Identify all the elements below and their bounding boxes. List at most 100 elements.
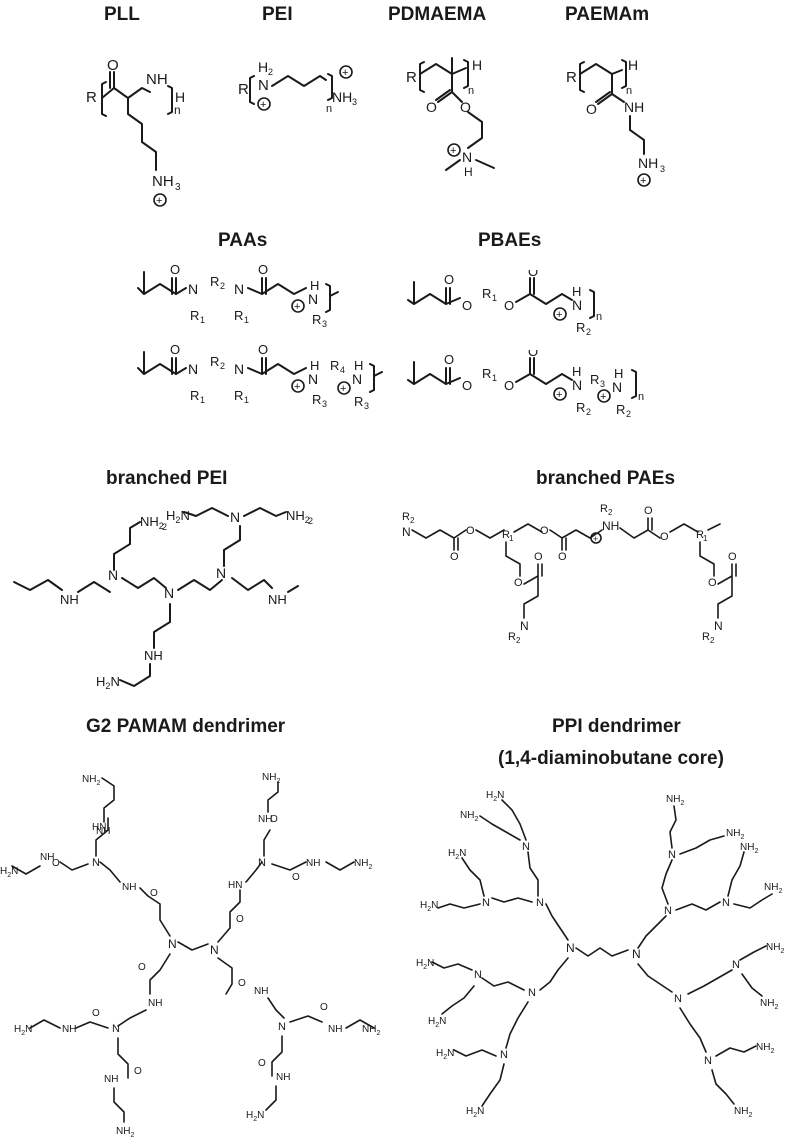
- carbonyl: [435, 89, 453, 103]
- label-nh2-ur2a: NH2: [666, 794, 684, 807]
- label-r: R: [406, 69, 417, 86]
- label-o4: O: [528, 350, 538, 359]
- label-h: H: [310, 358, 319, 373]
- label-r: R: [86, 89, 97, 106]
- label-n-amine: N: [462, 149, 472, 165]
- title-paas: PAAs: [218, 230, 268, 251]
- label-nh-ul1: NH: [96, 826, 110, 837]
- label-n-core2: N: [210, 943, 219, 957]
- label-r1: R: [190, 388, 199, 403]
- title-pei: PEI: [262, 4, 293, 25]
- label-o9: O: [708, 577, 717, 589]
- sub-3: 3: [175, 182, 181, 193]
- label-n2: N: [234, 361, 244, 377]
- lr-arm: [217, 957, 233, 995]
- linker: [629, 115, 645, 155]
- label-h2: H: [354, 358, 363, 373]
- sub-2c: 2: [516, 636, 521, 645]
- structure-branched-paes: R 2 N O O R 1 O O R 2 NH + O O R 1 O O N…: [402, 503, 737, 645]
- label-h2n-ll1: H2N: [14, 1024, 32, 1037]
- bracket-right: [589, 289, 595, 319]
- label-o-lr: O: [238, 978, 246, 989]
- label-h2n-ul3a: H2N: [448, 848, 466, 861]
- label-r: R: [566, 69, 577, 86]
- label-h2n-2: H2N: [166, 508, 190, 525]
- plus-sign: +: [556, 389, 562, 401]
- linker: [467, 111, 483, 149]
- label-n: n: [174, 103, 181, 117]
- label-n3: N: [714, 619, 723, 633]
- bracket-right: [167, 85, 173, 115]
- chain-1: [137, 271, 187, 295]
- sub-2: 2: [586, 407, 591, 417]
- label-nh-right: NH: [268, 592, 287, 607]
- label-n2: N: [164, 585, 174, 601]
- title-branched-pei: branched PEI: [106, 468, 228, 489]
- label-o1: O: [444, 352, 454, 367]
- label-o5: O: [644, 505, 653, 517]
- charge-plus: [291, 299, 305, 313]
- label-n-ll: N: [112, 1023, 120, 1035]
- label-n4: N: [352, 371, 362, 387]
- core-butane: [575, 947, 629, 957]
- label-r2: R: [576, 400, 585, 415]
- structure-paemam: R H n O NH NH 3 +: [566, 57, 665, 187]
- label-r3: R: [312, 312, 321, 327]
- label-r2b: R: [616, 402, 625, 417]
- label-nh2-lr3a: NH2: [756, 1042, 774, 1055]
- label-o2: O: [258, 342, 268, 357]
- label-n-lr: N: [278, 1021, 286, 1033]
- amide: [595, 73, 613, 105]
- label-h2n: H2N: [96, 674, 120, 691]
- backbone: [101, 87, 151, 99]
- lr1: [637, 963, 673, 993]
- sub-2: 2: [268, 67, 273, 77]
- sub-2b: 2: [608, 508, 613, 517]
- label-hn-ul1: HN: [92, 822, 106, 833]
- label-r1: R: [502, 529, 510, 541]
- structure-pdmaema: R H n O O N H +: [406, 57, 495, 179]
- label-o-ll: O: [138, 962, 146, 973]
- label-n-ur1: N: [664, 905, 672, 917]
- side-chain: [127, 97, 157, 171]
- label-o-lr2: O: [258, 1058, 266, 1069]
- label-nh-ul2: NH: [40, 852, 54, 863]
- label-h: H: [572, 364, 581, 379]
- label-h-amine: H: [464, 165, 473, 179]
- charge-plus: [553, 307, 567, 321]
- sub-3: 3: [660, 164, 665, 174]
- sub-1b: 1: [244, 315, 249, 325]
- label-n-core2: N: [632, 947, 641, 961]
- label-o1: O: [170, 342, 180, 357]
- label-nh-lr1: NH: [328, 1024, 342, 1035]
- label-nh-ll2: NH: [104, 1074, 118, 1085]
- sub-3: 3: [600, 379, 605, 389]
- sub-2b: 2: [308, 516, 313, 526]
- bracket-left: [101, 81, 107, 117]
- label-h: H: [310, 278, 319, 293]
- charge-plus: [447, 143, 461, 157]
- label-r3: R: [590, 372, 599, 387]
- label-n-ur3: N: [722, 897, 730, 909]
- title-pll: PLL: [104, 4, 140, 25]
- branch-top: [113, 521, 141, 571]
- ll-arm: [149, 953, 171, 995]
- branch-top2: [223, 525, 241, 567]
- plus-sign: +: [156, 195, 162, 207]
- ur-arm: [217, 889, 241, 943]
- label-r: R: [238, 81, 249, 98]
- label-nh-down: NH: [144, 648, 163, 663]
- label-r2c: R: [508, 631, 516, 643]
- structure-pamam: N N O NH N HN NH NH2 O NH H2N O HN N O N…: [0, 772, 380, 1138]
- label-o3: O: [504, 298, 514, 313]
- title-ppi: PPI dendrimer: [552, 716, 681, 737]
- label-n2: N: [520, 619, 529, 633]
- plus-sign-2: +: [340, 383, 346, 395]
- label-n-ur2: N: [668, 849, 676, 861]
- label-n3: N: [308, 371, 318, 387]
- label-h2n-ll2b: H2N: [428, 1016, 446, 1029]
- structure-paas-2: O N R 1 R 2 N R 1 O H N R 3 + R 4 H N + …: [137, 342, 383, 411]
- label-n4: N: [230, 509, 240, 525]
- charge-plus: [291, 379, 305, 393]
- label-o1: O: [170, 262, 180, 277]
